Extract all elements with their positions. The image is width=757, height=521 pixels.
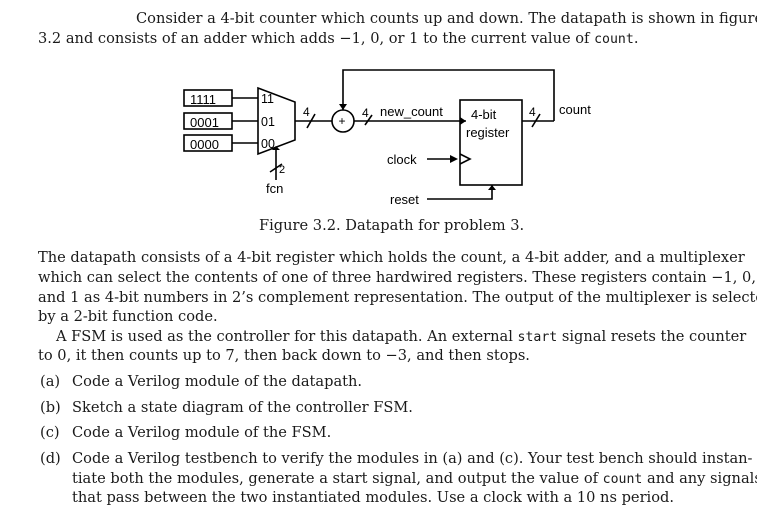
item-d: (d) Code a Verilog testbench to verify th… — [40, 449, 752, 469]
count-label: count — [559, 102, 591, 117]
para2-text-b: signal resets the counter — [557, 328, 747, 345]
fcn-label: fcn — [266, 181, 283, 196]
para2-line-2: to 0, it then counts up to 7, then back … — [38, 347, 530, 364]
para2-text-a: A FSM is used as the controller for this… — [56, 328, 518, 345]
para1-line-2: which can select the contents of one of … — [38, 269, 756, 286]
register-box — [459, 99, 523, 186]
item-d-label: (d) — [40, 450, 61, 467]
item-d-code-count: count — [602, 472, 643, 487]
item-b-label: (b) — [40, 399, 61, 416]
item-b-text: Sketch a state diagram of the controller… — [72, 399, 413, 416]
item-b: (b) Sketch a state diagram of the control… — [40, 398, 413, 418]
para2-line-1: A FSM is used as the controller for this… — [56, 327, 746, 348]
item-d-line-3: that pass between the two instantiated m… — [72, 489, 674, 506]
register-label-2: register — [466, 125, 510, 140]
item-a-label: (a) — [40, 373, 61, 390]
mux-input-11: 11 — [261, 92, 274, 106]
adder-plus: + — [339, 114, 346, 128]
item-c-label: (c) — [40, 424, 60, 441]
item-c: (c) Code a Verilog module of the FSM. — [40, 423, 331, 443]
intro-line-2: 3.2 and consists of an adder which adds … — [38, 29, 638, 50]
clock-label: clock — [387, 152, 417, 167]
item-d-line-2: tiate both the modules, generate a start… — [72, 469, 757, 490]
out-width-label: 4 — [529, 105, 536, 119]
mux-width-label: 4 — [303, 105, 310, 119]
figure-caption: Figure 3.2. Datapath for problem 3. — [259, 217, 525, 234]
register-label-1: 4-bit — [471, 107, 497, 122]
intro-code-count: count — [594, 32, 634, 47]
feedback-wire — [342, 69, 555, 121]
para1-line-4: by a 2-bit function code. — [38, 308, 218, 325]
new-count-label: new_count — [380, 104, 443, 119]
item-a-text: Code a Verilog module of the datapath. — [72, 373, 363, 390]
item-d-line-1: Code a Verilog testbench to verify the m… — [72, 450, 753, 467]
reg-1111: 1111 — [190, 92, 216, 107]
intro-line-2-end: . — [633, 30, 639, 47]
reset-label: reset — [390, 192, 419, 207]
para2-code-start: start — [517, 330, 558, 345]
mux-input-00: 00 — [261, 137, 275, 151]
para1-line-1: The datapath consists of a 4-bit registe… — [38, 249, 745, 266]
item-c-text: Code a Verilog module of the FSM. — [72, 424, 332, 441]
item-a: (a) Code a Verilog module of the datapath… — [40, 372, 362, 392]
reset-wire — [427, 185, 493, 200]
mux-shape — [257, 86, 296, 156]
reg-0001: 0001 — [190, 115, 219, 130]
item-d-text-b: and any signals — [642, 470, 757, 487]
intro-line-2-text: 3.2 and consists of an adder which adds … — [38, 30, 595, 47]
select-width-label: 2 — [279, 164, 285, 176]
adder-width-label: 4 — [362, 106, 369, 120]
intro-line-1: Consider a 4-bit counter which counts up… — [136, 10, 757, 27]
mux-input-01: 01 — [261, 115, 275, 129]
item-d-text-a: tiate both the modules, generate a start… — [72, 470, 603, 487]
reg-0000: 0000 — [190, 137, 219, 152]
para1-line-3: and 1 as 4-bit numbers in 2’s complement… — [38, 289, 757, 306]
